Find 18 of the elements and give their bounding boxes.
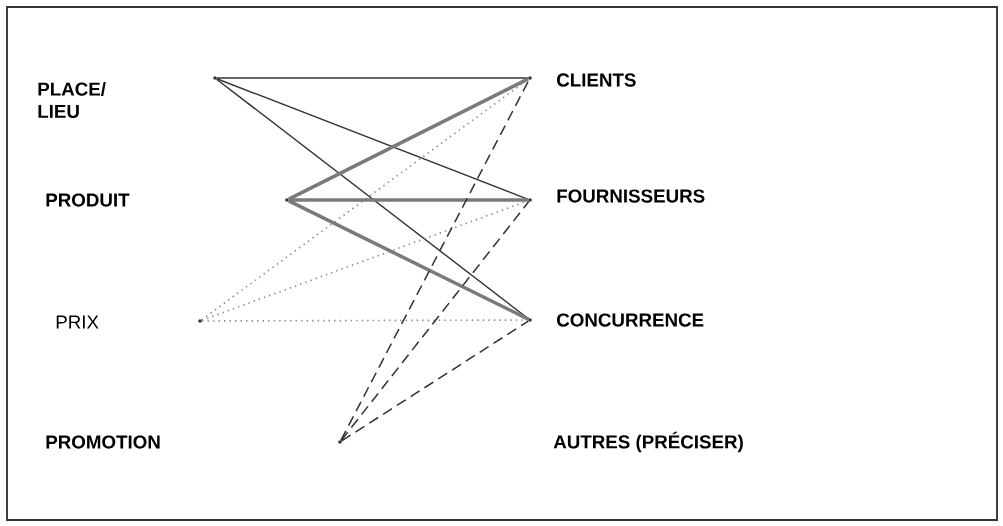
node-label: AUTRES (PRÉCISER)	[553, 431, 743, 453]
node-label: FOURNISSEURS	[557, 189, 705, 203]
connector-line	[340, 79, 530, 441]
category-label: PRODUIT	[46, 193, 130, 207]
connector-line	[216, 78, 529, 200]
connector-line	[201, 199, 529, 322]
connector-line	[216, 77, 529, 79]
connector-line	[340, 320, 530, 442]
category-label: PROMOTION	[46, 435, 160, 449]
node-label: CLIENTS	[557, 73, 636, 87]
category-label: PRIX	[56, 315, 99, 329]
connector-line	[201, 319, 529, 322]
connector-line	[288, 77, 529, 201]
category-label: PLACE/ LIEU	[38, 82, 106, 118]
connector-line	[288, 199, 529, 321]
node-label: CONCURRENCE	[557, 313, 704, 327]
connector-line	[289, 198, 528, 202]
connector-line	[340, 200, 530, 442]
